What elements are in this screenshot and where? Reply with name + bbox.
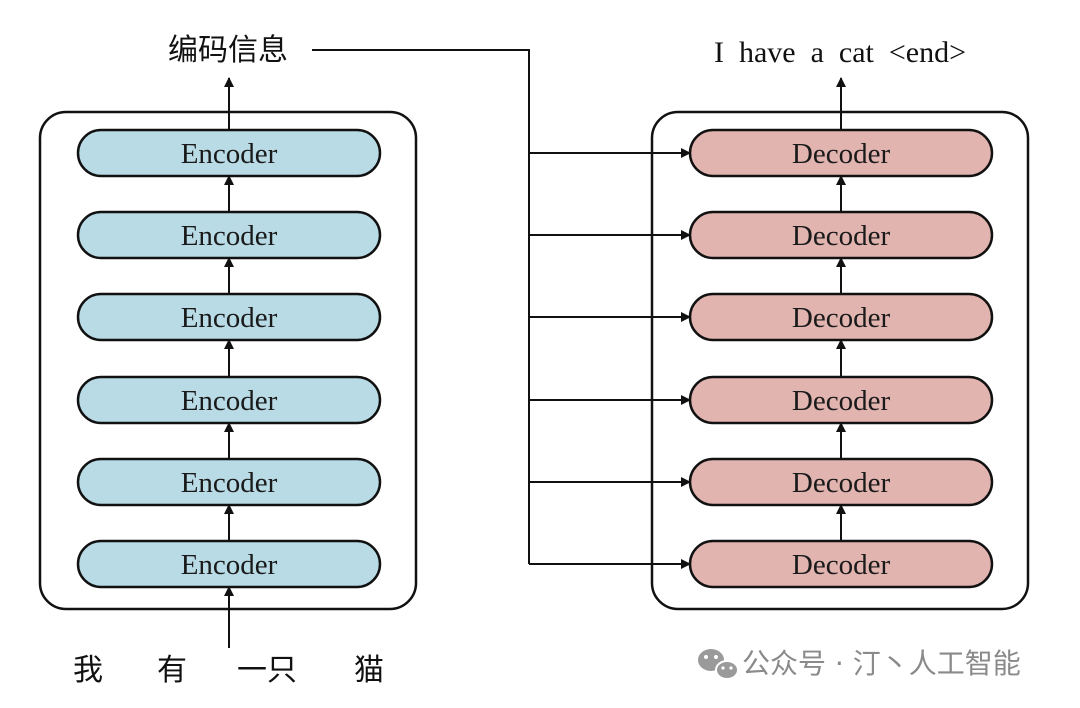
encoder-layer: Encoder [76,128,382,178]
input-token-3: 一只 [237,653,297,688]
decoder-layer-label: Decoder [792,302,891,334]
encoder-layer-label: Encoder [181,467,278,499]
encoder-layer: Encoder [76,375,382,425]
decoder-layer: Decoder [688,539,994,589]
encoder-layer: Encoder [76,539,382,589]
encoder-layer-label: Encoder [181,385,278,417]
decoder-output-text: I have a cat <end> [714,36,966,69]
encoder-layer: Encoder [76,457,382,507]
watermark: 公众号 · 汀丶人工智能 [698,647,1021,680]
encoder-layer-label: Encoder [181,549,278,581]
decoder-layer: Decoder [688,292,994,342]
input-token-4: 猫 [354,653,384,688]
encoder-layer: Encoder [76,210,382,260]
decoder-layer-label: Decoder [792,549,891,581]
encoder-layer: Encoder [76,292,382,342]
encoding-info-bus [312,49,530,564]
connectors [224,49,846,648]
decoder-layer-label: Decoder [792,138,891,170]
encoder-layers: EncoderEncoderEncoderEncoderEncoderEncod… [76,128,382,589]
input-token-2: 有 [157,653,187,688]
decoder-layer: Decoder [688,128,994,178]
decoder-layer-label: Decoder [792,385,891,417]
decoder-layer-label: Decoder [792,467,891,499]
encoder-layer-label: Encoder [181,220,278,252]
encoder-layer-label: Encoder [181,138,278,170]
decoder-layer: Decoder [688,457,994,507]
decoder-layers: DecoderDecoderDecoderDecoderDecoderDecod… [688,128,994,589]
input-token-1: 我 [73,653,103,688]
decoder-layer-label: Decoder [792,220,891,252]
wechat-icon [698,649,739,680]
encoder-output-label: 编码信息 [168,33,288,68]
encoder-layer-label: Encoder [181,302,278,334]
decoder-layer: Decoder [688,375,994,425]
watermark-text: 公众号 · 汀丶人工智能 [742,647,1021,680]
decoder-layer: Decoder [688,210,994,260]
